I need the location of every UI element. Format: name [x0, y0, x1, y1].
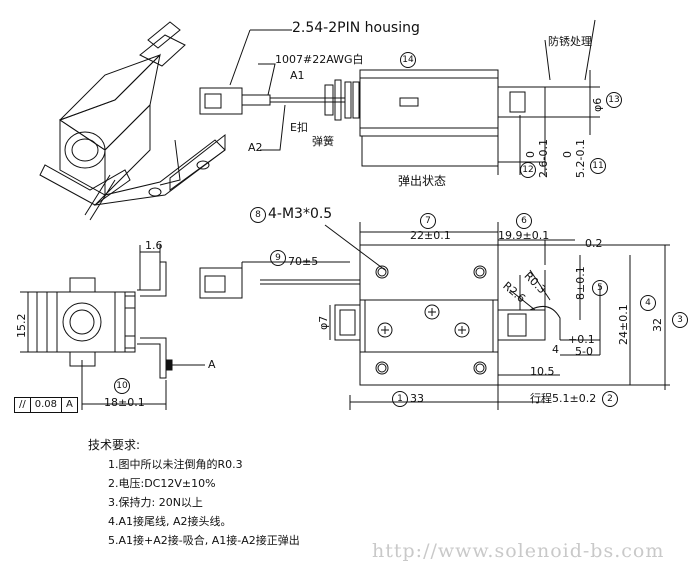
label-e-clip: E扣 [290, 121, 308, 134]
wire-label: 1007#22AWG白 [275, 53, 364, 66]
parallelism-tolerance: // 0.08 A [14, 397, 78, 413]
dim-stroke: 行程5.1±0.2 [530, 392, 597, 405]
callout-1: 1 [392, 391, 408, 407]
technical-requirements: 技术要求: 1.图中所以未注倒角的R0.3 2.电压:DC12V±10% 3.保… [88, 436, 300, 550]
callout-14: 14 [400, 52, 416, 68]
callout-12: 12 [520, 162, 536, 178]
callout-4: 4 [640, 295, 656, 311]
dim-2-6-zero: 0 [524, 151, 537, 158]
label-a1: A1 [290, 69, 305, 82]
website-watermark: http://www.solenoid-bs.com [372, 540, 665, 562]
tolerance-symbol: // [15, 398, 31, 412]
label-a2: A2 [248, 141, 263, 154]
dim-plus-0-1: +0.1 [568, 333, 595, 346]
note-item: 5.A1接+A2接-吸合, A1接-A2接正弹出 [108, 534, 300, 547]
dim-2-6: 2.6-0.1 [537, 139, 550, 178]
note-item: 4.A1接尾线, A2接头线。 [108, 515, 232, 528]
dim-phi7: φ7 [317, 315, 330, 330]
dim-5-2-zero: 0 [561, 151, 574, 158]
front-view [199, 222, 670, 410]
callout-3: 3 [672, 312, 688, 328]
dim-70: 70±5 [288, 255, 319, 268]
tolerance-datum: A [66, 399, 73, 410]
callout-8: 8 [250, 207, 266, 223]
dim-18: 18±0.1 [104, 396, 145, 409]
dim-1-6: 1.6 [145, 239, 163, 252]
housing-label: 2.54-2PIN housing [292, 20, 420, 36]
dim-24: 24±0.1 [617, 304, 630, 345]
dim-phi6: φ6 [591, 97, 604, 112]
label-rust-proof: 防锈处理 [548, 35, 592, 48]
dim-8: 8±0.1 [574, 266, 587, 300]
thread-spec: 4-M3*0.5 [268, 206, 333, 222]
callout-11: 11 [590, 158, 606, 174]
dim-15-2: 15.2 [15, 313, 28, 339]
state-caption: 弹出状态 [398, 174, 447, 188]
dim-22: 22±0.1 [410, 229, 451, 242]
dim-10-5: 10.5 [530, 365, 555, 378]
callout-9: 9 [270, 250, 286, 266]
note-item: 2.电压:DC12V±10% [108, 477, 216, 490]
end-view [20, 245, 205, 410]
label-spring: 弹簧 [312, 135, 334, 148]
pointer-a: A [208, 358, 216, 371]
dim-5-2: 5.2-0.1 [574, 139, 587, 178]
isometric-sketch [39, 21, 226, 221]
dim-32: 32 [651, 318, 664, 332]
callout-13: 13 [606, 92, 622, 108]
note-item: 1.图中所以未注倒角的R0.3 [108, 458, 243, 471]
note-item: 3.保持力: 20N以上 [108, 496, 203, 509]
dim-0-2: 0.2 [585, 237, 603, 250]
callout-10: 10 [114, 378, 130, 394]
callout-5: 5 [592, 280, 608, 296]
notes-title: 技术要求: [88, 438, 141, 452]
dim-19-9: 19.9±0.1 [498, 229, 550, 242]
callout-2: 2 [602, 391, 618, 407]
dim-5: 5-0 [575, 345, 593, 358]
callout-7: 7 [420, 213, 436, 229]
dim-4: 4 [552, 343, 559, 356]
top-view [199, 19, 600, 175]
callout-6: 6 [516, 213, 532, 229]
tolerance-value: 0.08 [31, 398, 63, 412]
dim-33: 33 [410, 392, 424, 405]
